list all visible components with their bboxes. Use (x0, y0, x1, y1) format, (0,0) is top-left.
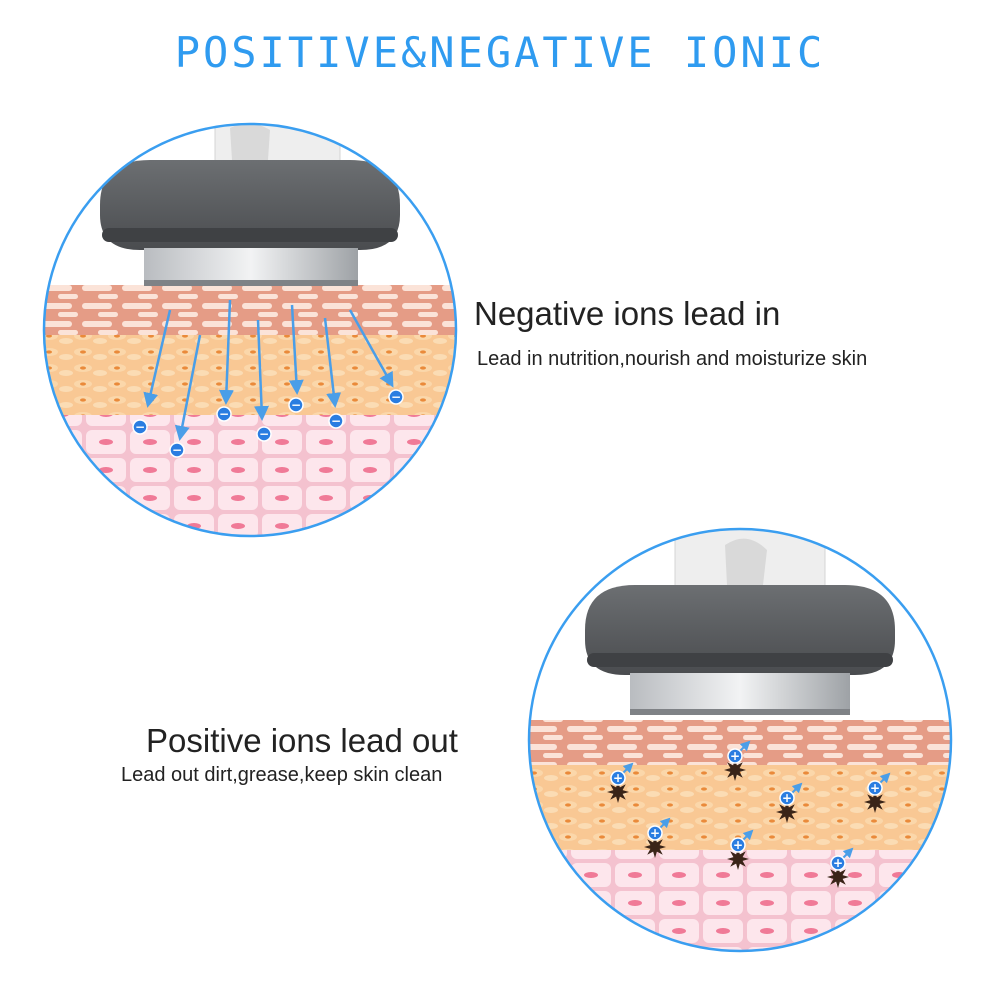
dirt-particle (776, 782, 803, 823)
positive-ion: + (830, 855, 846, 871)
svg-text:−: − (391, 390, 401, 404)
svg-text:−: − (291, 398, 301, 412)
dirt-particle (607, 762, 634, 803)
svg-text:−: − (135, 420, 145, 434)
negative-ion: − (132, 419, 148, 435)
positive-ion: + (647, 825, 663, 841)
page-title: POSITIVE&NEGATIVE IONIC (174, 28, 826, 77)
svg-text:−: − (172, 443, 182, 457)
positive-ion: + (727, 748, 743, 764)
svg-text:+: + (870, 781, 880, 795)
positive-ion: + (730, 837, 746, 853)
dirt-particle (727, 829, 754, 870)
dirt-particle (644, 817, 671, 858)
svg-text:+: + (650, 826, 660, 840)
dirt-particle (864, 772, 891, 813)
ion-arrow (288, 304, 304, 395)
negative-ion: − (256, 426, 272, 442)
ion-arrow (218, 299, 234, 405)
svg-text:+: + (733, 838, 743, 852)
negative-ion: − (169, 442, 185, 458)
positive-ion: + (867, 780, 883, 796)
svg-text:+: + (782, 791, 792, 805)
negative-ion-illustration: − − − − − − − (42, 122, 458, 538)
dirt-particle (827, 847, 854, 888)
ion-arrow (348, 309, 394, 388)
ion-arrow (323, 317, 342, 408)
ion-arrow (174, 334, 202, 441)
svg-text:−: − (331, 414, 341, 428)
negative-ion: − (388, 389, 404, 405)
positive-ions-description: Lead out dirt,grease,keep skin clean (121, 764, 443, 786)
negative-ion: − (328, 413, 344, 429)
negative-ion: − (288, 397, 304, 413)
negative-ions-heading: Negative ions lead in (474, 295, 781, 332)
svg-text:+: + (613, 771, 623, 785)
positive-ions-heading: Positive ions lead out (146, 722, 458, 759)
svg-text:−: − (259, 427, 269, 441)
positive-ion-illustration: + + + + + + + (527, 527, 953, 953)
svg-text:−: − (219, 407, 229, 421)
positive-ion: + (610, 770, 626, 786)
ion-arrow (143, 309, 172, 408)
negative-ion: − (216, 406, 232, 422)
negative-ions-description: Lead in nutrition,nourish and moisturize… (477, 348, 868, 370)
positive-ions: + + + + + + + (607, 740, 891, 888)
ion-arrow (254, 319, 270, 421)
svg-text:+: + (730, 749, 740, 763)
positive-ion: + (779, 790, 795, 806)
svg-text:+: + (833, 856, 843, 870)
dirt-particle (724, 740, 751, 781)
negative-ions: − − − − − − − (132, 389, 404, 458)
ion-arrows (143, 299, 394, 441)
